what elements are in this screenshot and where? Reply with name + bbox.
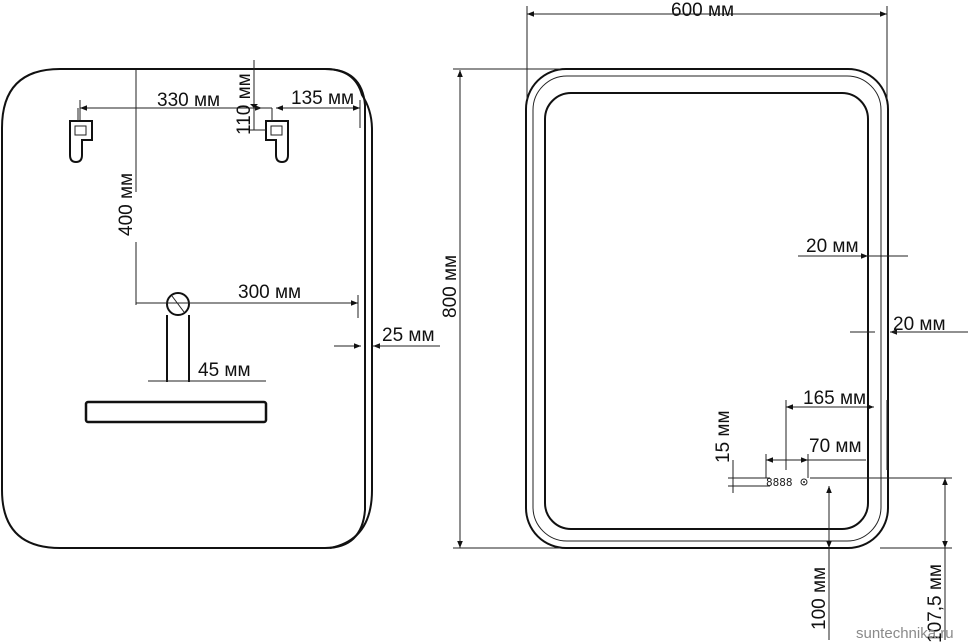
dim-width: 600 мм bbox=[526, 0, 888, 100]
dim-socket-width: 45 мм bbox=[148, 360, 266, 382]
dim-hook-to-socket: 400 мм bbox=[116, 70, 137, 305]
dim-height-label: 800 мм bbox=[440, 255, 461, 318]
dim-width-label: 600 мм bbox=[671, 0, 734, 21]
back-view: 330 мм 135 мм 110 мм 400 мм bbox=[1, 60, 440, 549]
hook-left-icon bbox=[69, 108, 93, 164]
front-view: 600 мм 800 мм 20 мм 20 мм 165 мм bbox=[440, 0, 968, 643]
dim-frame-outer-label: 20 мм bbox=[893, 314, 946, 335]
dim-switch-height: 15 мм bbox=[713, 410, 770, 493]
dim-switch-from-bottom-label: 100 мм bbox=[809, 567, 830, 630]
dim-socket-width-label: 45 мм bbox=[198, 360, 251, 381]
dim-switch-bottom-total: 107,5 мм bbox=[810, 477, 952, 643]
dim-height: 800 мм bbox=[440, 68, 560, 549]
back-light-slot bbox=[84, 400, 268, 424]
dim-hook-to-edge: 135 мм bbox=[276, 88, 361, 128]
dim-switch-width: 70 мм bbox=[765, 436, 866, 478]
dim-switch-bottom-total-label: 107,5 мм bbox=[925, 564, 946, 643]
dim-socket-to-edge: 300 мм bbox=[136, 282, 359, 318]
dim-switch-from-edge: 165 мм bbox=[785, 388, 888, 470]
dim-hooks-span: 330 мм bbox=[79, 90, 262, 120]
dim-frame-inner-label: 20 мм bbox=[806, 236, 859, 257]
dim-socket-to-edge-label: 300 мм bbox=[238, 282, 301, 303]
dim-depth-label: 25 мм bbox=[382, 325, 435, 346]
back-panel-outline bbox=[1, 68, 366, 549]
dim-frame-inner: 20 мм bbox=[798, 236, 908, 259]
socket-icon bbox=[166, 292, 190, 382]
dim-frame-outer: 20 мм bbox=[850, 314, 968, 335]
touch-switch: 8888 bbox=[766, 476, 808, 489]
dim-switch-from-bottom: 100 мм bbox=[809, 486, 832, 640]
dim-switch-width-label: 70 мм bbox=[809, 436, 862, 457]
dim-depth: 25 мм bbox=[334, 325, 440, 349]
dim-hook-to-edge-label: 135 мм bbox=[291, 88, 354, 109]
watermark-text: suntechnika.ru bbox=[856, 625, 954, 642]
dim-hook-vertical: 110 мм bbox=[234, 60, 272, 135]
switch-display-digits: 8888 bbox=[766, 476, 793, 489]
dim-hooks-span-label: 330 мм bbox=[157, 90, 220, 111]
hook-right-icon bbox=[265, 108, 289, 164]
dim-hook-vertical-label: 110 мм bbox=[234, 73, 255, 135]
mirror-led-band bbox=[532, 75, 882, 542]
dim-hook-to-socket-label: 400 мм bbox=[116, 173, 137, 236]
dim-switch-height-label: 15 мм bbox=[713, 410, 734, 463]
mirror-outer-frame bbox=[525, 68, 889, 549]
back-panel-rim bbox=[324, 68, 373, 549]
mirror-glass bbox=[544, 92, 869, 530]
dim-switch-from-edge-label: 165 мм bbox=[803, 388, 866, 409]
